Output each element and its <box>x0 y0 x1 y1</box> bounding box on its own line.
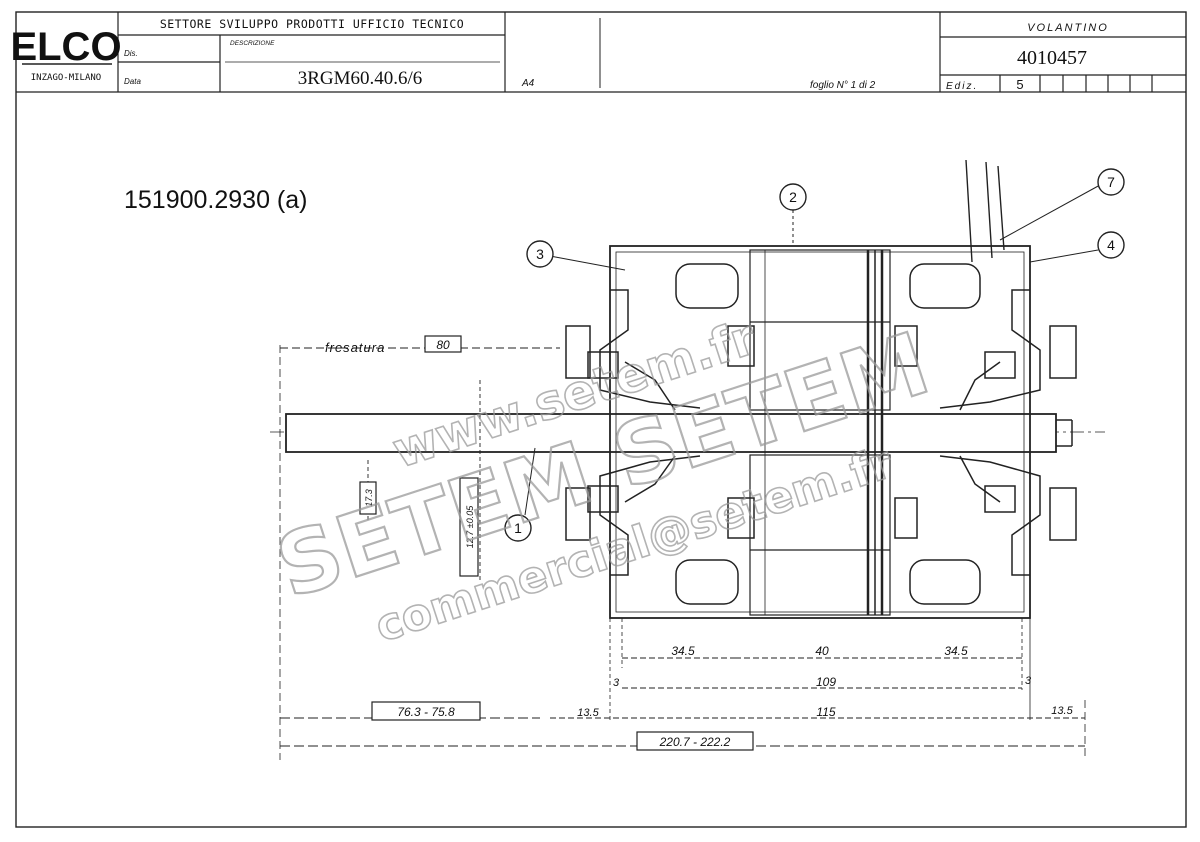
fresatura-box <box>424 335 462 353</box>
sheet-number: foglio N° 1 di 2 <box>810 80 876 91</box>
fresatura-value: 80 <box>436 338 450 352</box>
svg-text:2: 2 <box>789 189 797 205</box>
dis-label: Dis. <box>124 49 138 58</box>
dim-box-17-3 <box>359 481 377 515</box>
edition-value: 5 <box>1016 77 1023 92</box>
housing <box>609 245 1031 619</box>
dim-12-7: 12.7 ±0.05 <box>465 505 475 548</box>
svg-text:4: 4 <box>1107 237 1115 253</box>
callout-4: 4 <box>1097 231 1125 259</box>
dim-40: 40 <box>815 644 829 658</box>
descrizione-label: DESCRIZIONE <box>230 40 275 47</box>
winding-top-left <box>675 263 739 309</box>
shaft <box>285 413 1057 453</box>
edition-label: Ediz. <box>946 81 978 92</box>
dim-34-5-left: 34.5 <box>671 644 695 658</box>
format-label: A4 <box>521 78 535 89</box>
stator-pack <box>749 249 891 411</box>
winding-bottom-right <box>909 559 981 605</box>
dim-box-76 <box>371 701 481 721</box>
logo-subtitle: INZAGO-MILANO <box>31 73 101 83</box>
drawing-code: 151900.2930 (a) <box>124 186 307 214</box>
logo: ELCO <box>10 25 121 69</box>
winding-bottom-left <box>675 559 739 605</box>
callout-3: 3 <box>526 240 554 268</box>
data-label: Data <box>124 77 141 86</box>
dim-76-3-75-8: 76.3 - 75.8 <box>397 705 455 719</box>
right-end-shield <box>939 289 1041 576</box>
part-number: 4010457 <box>1017 47 1087 69</box>
dim-17-3: 17.3 <box>364 489 374 507</box>
dim-3-left: 3 <box>613 677 620 689</box>
department-title: SETTORE SVILUPPO PRODOTTI UFFICIO TECNIC… <box>160 17 464 31</box>
svg-text:7: 7 <box>1107 174 1115 190</box>
dim-13-5-right: 13.5 <box>1051 705 1073 717</box>
svg-text:1: 1 <box>514 520 522 536</box>
dim-115: 115 <box>816 705 835 719</box>
sheet-border <box>15 11 1187 828</box>
callout-7: 7 <box>1097 168 1125 196</box>
lead-wires <box>965 159 1005 263</box>
watermark: www.setem.fr SETEM SETEM commercial@sete… <box>264 309 941 654</box>
left-end-shield <box>599 289 701 576</box>
title-block <box>16 12 1186 93</box>
dim-109: 109 <box>816 675 836 689</box>
callout-leaders <box>524 184 1101 516</box>
fresatura-label: fresatura <box>325 340 385 355</box>
dim-220-7-222-2: 220.7 - 222.2 <box>659 735 731 749</box>
dim-34-5-right: 34.5 <box>944 644 968 658</box>
dim-box-220 <box>636 731 754 751</box>
callout-1: 1 <box>504 514 532 542</box>
dim-3-right: 3 <box>1025 675 1032 687</box>
model-number: 3RGM60.40.6/6 <box>298 68 423 89</box>
part-name: VOLANTINO <box>1027 22 1109 34</box>
svg-text:3: 3 <box>536 246 544 262</box>
dim-box-12-7 <box>459 477 479 577</box>
winding-top-right <box>909 263 981 309</box>
motor-section <box>270 159 1105 760</box>
dim-13-5-left: 13.5 <box>577 707 599 719</box>
callout-2: 2 <box>779 183 807 211</box>
